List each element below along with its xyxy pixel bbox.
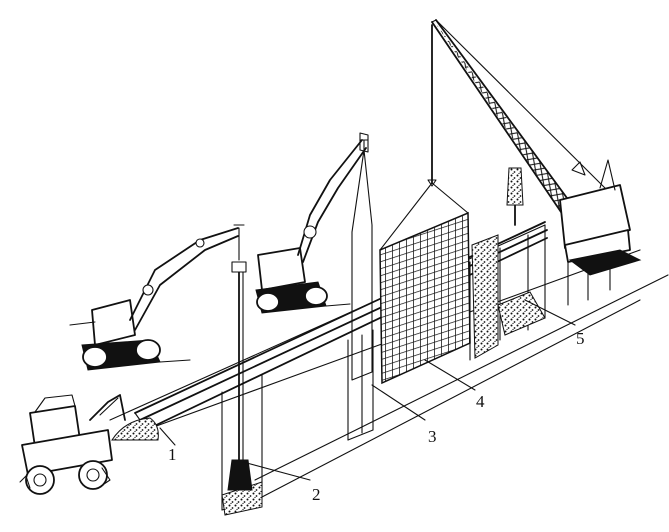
grab-bucket — [227, 459, 253, 491]
callout-label-5: 5 — [576, 329, 585, 348]
excavation-panel — [221, 269, 263, 516]
trench-bottom-line — [254, 274, 669, 481]
callout-label-2: 2 — [312, 485, 321, 504]
callout-leaders — [159, 299, 576, 481]
excavator-left — [69, 224, 247, 371]
loader-machine — [19, 394, 126, 495]
callout-label-3: 3 — [428, 427, 437, 446]
spoil-pile — [111, 417, 159, 441]
callout-label-1: 1 — [168, 445, 177, 464]
reinforcement-cage — [379, 24, 471, 385]
excavator-left-boom — [129, 227, 239, 321]
crane-boom-2 — [435, 19, 593, 233]
loader-arm — [89, 394, 126, 421]
crawler-crane — [431, 19, 642, 276]
crane-boom-1 — [431, 21, 581, 241]
excavator-middle — [255, 132, 369, 314]
excavator-middle-boom — [297, 139, 363, 256]
callout-labels: 1 2 3 4 5 — [168, 329, 585, 504]
loader-wheel-front — [25, 465, 55, 495]
concreted-panel — [471, 167, 546, 359]
ground-line-front — [117, 249, 641, 441]
callout-label-4: 4 — [476, 392, 485, 411]
